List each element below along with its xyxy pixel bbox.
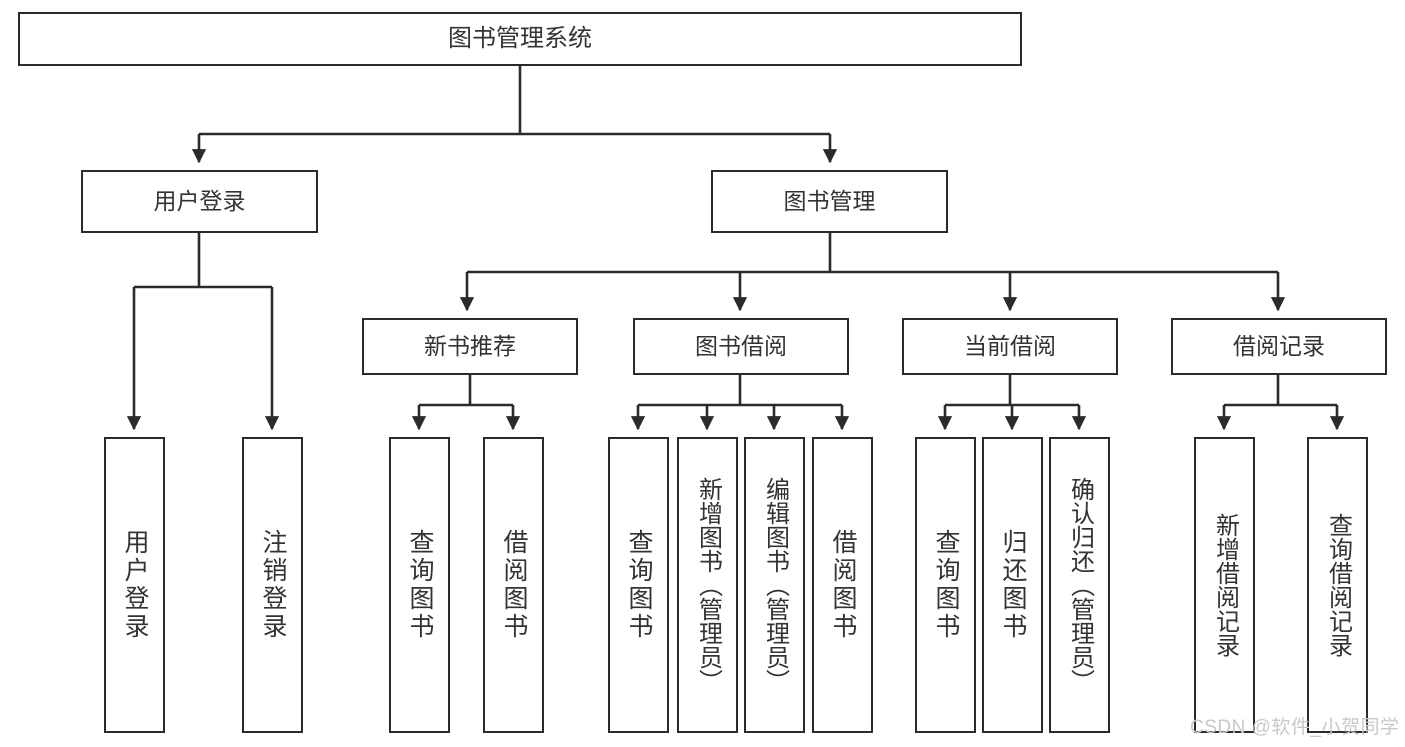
node-book-borrow[interactable]: 图书借阅 bbox=[633, 318, 849, 375]
node-label: 查询借阅记录 bbox=[1324, 513, 1352, 657]
leaf-book-borrow-borrow-book[interactable]: 借阅图书 bbox=[812, 437, 873, 733]
node-label: 编辑图书（管理员） bbox=[761, 477, 789, 693]
node-label: 图书管理系统 bbox=[448, 24, 592, 52]
node-new-book-recommend[interactable]: 新书推荐 bbox=[362, 318, 578, 375]
leaf-new-book-query-book[interactable]: 查询图书 bbox=[389, 437, 450, 733]
node-label: 新增借阅记录 bbox=[1211, 513, 1239, 657]
node-label: 用户登录 bbox=[153, 187, 246, 214]
node-label: 查询图书 bbox=[406, 529, 434, 641]
leaf-book-borrow-edit-book-admin[interactable]: 编辑图书（管理员） bbox=[744, 437, 805, 733]
leaf-current-borrow-confirm-return-admin[interactable]: 确认归还（管理员） bbox=[1049, 437, 1110, 733]
leaf-borrow-record-query-record[interactable]: 查询借阅记录 bbox=[1307, 437, 1368, 733]
leaf-book-borrow-add-book-admin[interactable]: 新增图书（管理员） bbox=[677, 437, 738, 733]
node-label: 图书管理 bbox=[783, 187, 876, 214]
node-current-borrow[interactable]: 当前借阅 bbox=[902, 318, 1118, 375]
node-label: 新书推荐 bbox=[424, 332, 516, 359]
csdn-watermark: CSDN @软件_小贺同学 bbox=[1190, 717, 1400, 738]
leaf-user-login-login[interactable]: 用户登录 bbox=[104, 437, 165, 733]
node-label: 借阅图书 bbox=[500, 529, 528, 641]
node-label: 当前借阅 bbox=[964, 332, 1056, 359]
leaf-user-login-logout[interactable]: 注销登录 bbox=[242, 437, 303, 733]
node-label: 借阅图书 bbox=[829, 529, 857, 641]
node-label: 图书借阅 bbox=[695, 332, 787, 359]
node-book-management[interactable]: 图书管理 bbox=[711, 170, 948, 233]
leaf-borrow-record-add-record[interactable]: 新增借阅记录 bbox=[1194, 437, 1255, 733]
node-borrow-record[interactable]: 借阅记录 bbox=[1171, 318, 1387, 375]
node-label: 注销登录 bbox=[259, 529, 287, 641]
node-label: 查询图书 bbox=[625, 529, 653, 641]
node-label: 归还图书 bbox=[999, 529, 1027, 641]
leaf-book-borrow-query-book[interactable]: 查询图书 bbox=[608, 437, 669, 733]
node-label: 借阅记录 bbox=[1233, 332, 1325, 359]
node-label: 用户登录 bbox=[121, 529, 149, 641]
node-label: 查询图书 bbox=[932, 529, 960, 641]
leaf-new-book-borrow-book[interactable]: 借阅图书 bbox=[483, 437, 544, 733]
node-user-login[interactable]: 用户登录 bbox=[81, 170, 318, 233]
node-label: 确认归还（管理员） bbox=[1066, 477, 1094, 693]
node-root-book-management-system[interactable]: 图书管理系统 bbox=[18, 12, 1022, 66]
leaf-current-borrow-query-book[interactable]: 查询图书 bbox=[915, 437, 976, 733]
leaf-current-borrow-return-book[interactable]: 归还图书 bbox=[982, 437, 1043, 733]
node-label: 新增图书（管理员） bbox=[694, 477, 722, 693]
